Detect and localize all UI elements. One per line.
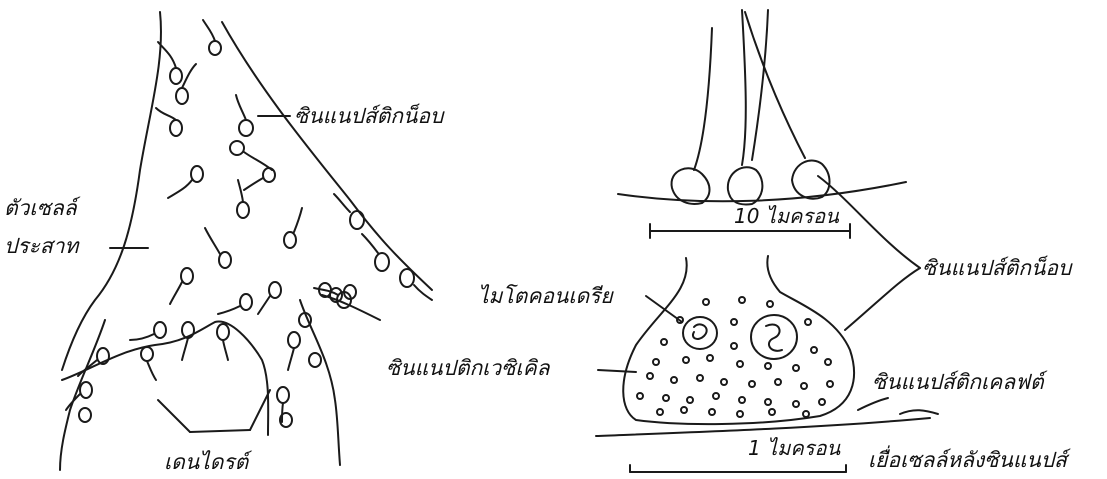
- membrane-pointer: [900, 410, 938, 414]
- label-postsynaptic-membrane: เยื่อเซลล์หลังซินแนปส์: [868, 450, 1067, 471]
- neuron-cell-body-drawing: [60, 12, 432, 470]
- cell-body-right-outline: [222, 22, 432, 290]
- axon-terminals-drawing: [618, 10, 920, 330]
- dendrite-right-outline: [300, 300, 340, 465]
- label-synaptic-knob-right: ซินแนปส์ติกน็อบ: [922, 258, 1071, 279]
- label-cell-body-line1: ตัวเซลล์: [4, 198, 77, 219]
- axon-1: [694, 28, 712, 170]
- cell-body-left-outline: [62, 12, 161, 370]
- dendrite-pointer-2: [190, 430, 250, 432]
- synaptic-vesicles: [637, 297, 833, 417]
- mitochondrion-2-inner: [766, 325, 782, 351]
- axon-3: [745, 12, 805, 158]
- label-synaptic-vesicle: ซินแนปติกเวซิเคิล: [386, 358, 550, 379]
- label-cell-body-line2: ประสาท: [4, 236, 78, 257]
- synaptic-knobs-left: [66, 20, 432, 427]
- knob-pointer-right-b: [845, 268, 920, 330]
- label-scale-top: 10 ไมครอน: [734, 206, 839, 226]
- label-mitochondria: ไมโตคอนเดรีย: [478, 286, 613, 307]
- vesicle-pointer: [598, 370, 636, 372]
- axon-4: [752, 10, 768, 160]
- label-dendrite: เดนไดรต์: [164, 452, 248, 473]
- cleft-pointer: [858, 398, 888, 410]
- label-synaptic-cleft: ซินแนปส์ติกเคลฟต์: [872, 372, 1044, 393]
- label-scale-bottom: 1 ไมครอน: [748, 438, 840, 458]
- mitochondrion-1-inner: [693, 324, 707, 339]
- dendrite-pointer-3: [250, 390, 270, 430]
- label-synaptic-knob-left: ซินแนปส์ติกน็อบ: [294, 106, 443, 127]
- dendrite-pointer-1: [158, 400, 190, 432]
- dendrite-left-outline: [62, 322, 268, 435]
- mitochondrion-1: [683, 317, 717, 349]
- mitochondria-pointer: [646, 296, 682, 322]
- knob-top-2: [728, 167, 763, 204]
- knob-top-1: [672, 168, 710, 204]
- axon-2: [742, 10, 746, 165]
